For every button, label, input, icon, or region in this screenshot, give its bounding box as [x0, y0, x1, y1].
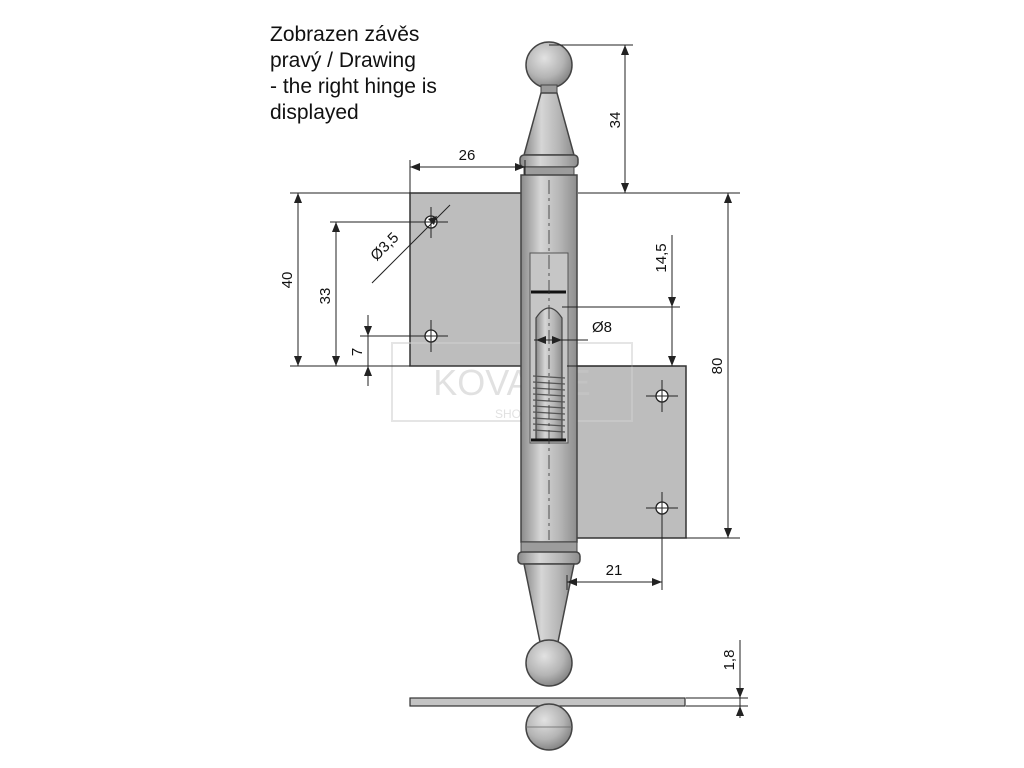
dim-pin-offset: 14,5 [653, 243, 670, 272]
bottom-finial [517, 541, 581, 687]
dim-thickness: 1,8 [721, 650, 738, 671]
caption-line: Zobrazen závěs [270, 23, 420, 46]
dim-leaf-height: 40 [279, 272, 296, 289]
drawing-caption: Zobrazen závěs pravý / Drawing - the rig… [270, 22, 530, 126]
dim-hole-spacing: 33 [317, 288, 334, 305]
dim-leaf-width-bottom: 21 [606, 562, 623, 579]
dim-pin-diameter: Ø8 [592, 319, 612, 336]
plan-view [409, 697, 686, 751]
caption-line: - the right hinge is [270, 75, 437, 98]
caption-line: displayed [270, 101, 359, 124]
top-finial [519, 41, 579, 176]
dim-knob-height: 34 [607, 112, 624, 129]
hinge-barrel [520, 174, 578, 543]
caption-line: pravý / Drawing [270, 49, 416, 72]
dim-hole-diameter: Ø3,5 [367, 229, 402, 264]
dimension-arrows [294, 45, 744, 716]
dimension-lines [290, 44, 748, 718]
dim-hole-offset: 7 [349, 348, 366, 356]
dim-total-height: 80 [709, 358, 726, 375]
dim-leaf-width-top: 26 [459, 147, 476, 164]
